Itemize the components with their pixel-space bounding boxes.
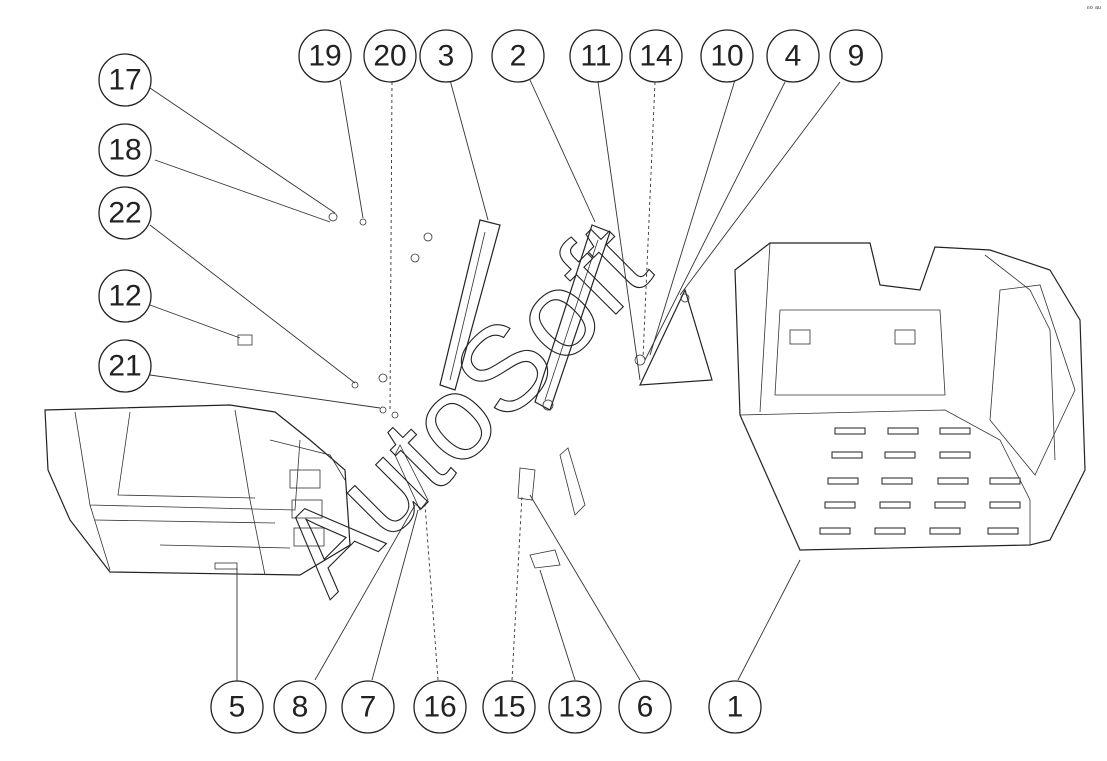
callout-1: 1 xyxy=(708,680,762,734)
svg-text:20: 20 xyxy=(373,40,406,73)
callout-17: 17 xyxy=(98,53,152,107)
svg-text:8: 8 xyxy=(292,691,309,724)
part-3-rail xyxy=(439,219,501,391)
callout-22: 22 xyxy=(98,186,152,240)
callout-3: 3 xyxy=(419,29,473,83)
svg-text:15: 15 xyxy=(492,691,525,724)
callout-6: 6 xyxy=(618,680,672,734)
callout-9: 9 xyxy=(829,29,883,83)
callout-21: 21 xyxy=(98,339,152,393)
part-1-frame xyxy=(734,242,1086,551)
callout-10: 10 xyxy=(700,29,754,83)
callout-16: 16 xyxy=(413,680,467,734)
watermark-text: AutoSoft xyxy=(254,198,674,618)
frame-vent-slots xyxy=(819,427,1021,535)
callout-4: 4 xyxy=(766,29,820,83)
svg-text:6: 6 xyxy=(637,691,654,724)
small-hardware xyxy=(237,212,646,569)
callout-2: 2 xyxy=(491,29,545,83)
callout-19: 19 xyxy=(298,29,352,83)
svg-text:4: 4 xyxy=(785,40,802,73)
autosoft-watermark: AutoSoft xyxy=(253,198,674,619)
svg-text:16: 16 xyxy=(423,691,456,724)
callout-8: 8 xyxy=(273,680,327,734)
svg-text:11: 11 xyxy=(580,40,611,73)
svg-text:17: 17 xyxy=(108,64,141,97)
svg-text:12: 12 xyxy=(108,280,141,313)
callout-13: 13 xyxy=(548,680,602,734)
callout-18: 18 xyxy=(98,123,152,177)
svg-text:13: 13 xyxy=(558,691,591,724)
svg-text:19: 19 xyxy=(308,40,341,73)
svg-text:7: 7 xyxy=(360,691,377,724)
leader-lines xyxy=(149,79,841,683)
callout-20: 20 xyxy=(363,29,417,83)
svg-text:18: 18 xyxy=(108,134,141,167)
callout-15: 15 xyxy=(482,680,536,734)
svg-text:22: 22 xyxy=(108,197,141,230)
callout-12: 12 xyxy=(98,269,152,323)
part-5-outer-cover xyxy=(44,404,351,576)
svg-text:14: 14 xyxy=(639,40,672,73)
svg-text:3: 3 xyxy=(438,40,455,73)
svg-text:2: 2 xyxy=(510,40,527,73)
svg-text:21: 21 xyxy=(108,350,141,383)
corner-mark: ⁿᵒ ᵃᵘ xyxy=(1086,4,1101,13)
svg-text:5: 5 xyxy=(229,691,246,724)
callout-5: 5 xyxy=(210,680,264,734)
svg-text:1: 1 xyxy=(727,691,744,724)
part-9-bracket xyxy=(639,288,713,386)
callout-11: 11 xyxy=(569,29,623,83)
callout-14: 14 xyxy=(629,29,683,83)
svg-text:9: 9 xyxy=(848,40,865,73)
svg-text:10: 10 xyxy=(710,40,743,73)
callout-7: 7 xyxy=(341,680,395,734)
